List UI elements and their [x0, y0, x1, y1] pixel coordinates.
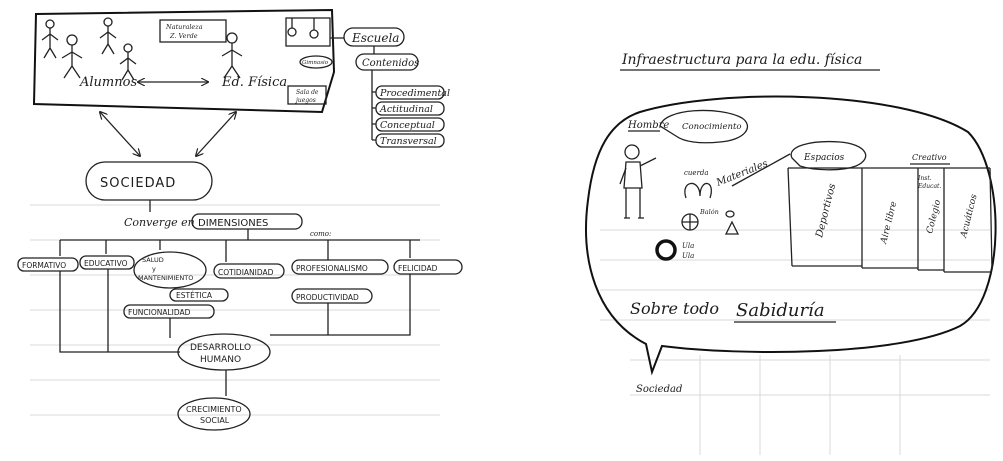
- games-line2: juegos: [294, 97, 316, 104]
- social-growth-line2: SOCIAL: [200, 416, 230, 425]
- nature-note-line1: Naturaleza: [165, 23, 203, 31]
- social-growth-line1: CRECIMIENTO: [186, 405, 242, 414]
- student-figures: [41, 17, 137, 81]
- dimension-funcionalidad: [123, 304, 215, 319]
- human-development-node: [177, 333, 271, 371]
- social-growth-node: [177, 397, 251, 431]
- contents-node: [355, 53, 419, 71]
- dimension-cotidianidad: [213, 263, 285, 279]
- right-infrastructure-map: Infraestructura para la edu. física Homb…: [585, 52, 997, 395]
- society-speech-bubble: [585, 95, 997, 376]
- rope-label: cuerda: [684, 169, 709, 177]
- hula-line2: Ula: [682, 252, 694, 260]
- dimension-estetica: [169, 288, 229, 302]
- dimensions-tree: [59, 229, 420, 262]
- panel-label: Deportivos: [814, 183, 838, 240]
- human-development-line2: HUMANO: [200, 355, 241, 365]
- teacher-label: Ed. Física: [221, 75, 287, 90]
- games-line1: Sala de: [296, 89, 319, 96]
- scene-society-arrow-left: [100, 112, 140, 156]
- content-item-label: Actitudinal: [379, 104, 433, 115]
- dimension-label: ESTÉTICA: [176, 291, 213, 300]
- gym-bubble: [299, 55, 333, 69]
- como-text: como:: [310, 230, 331, 238]
- content-list: Procedimental Actitudinal Conceptual Tra…: [375, 85, 450, 148]
- spaces-panels: Deportivos Aire libre Colegio Acuáticos …: [787, 167, 993, 273]
- human-development-line1: DESARROLLO: [190, 343, 251, 353]
- content-item-procedimental: [375, 85, 445, 100]
- dimension-label: y: [152, 265, 156, 273]
- inst-line2: Educat.: [917, 183, 941, 190]
- knowledge-bubble: [659, 109, 748, 144]
- society-node: [85, 161, 213, 201]
- dimension-productividad: [291, 288, 373, 304]
- dimension-label: FORMATIVO: [22, 261, 66, 270]
- panel-label: Acuáticos: [958, 193, 980, 240]
- ball-label: Balón: [699, 208, 719, 216]
- society-label: SOCIEDAD: [100, 176, 176, 191]
- content-item-actitudinal: [375, 101, 445, 116]
- dimension-label: FUNCIONALIDAD: [128, 308, 191, 317]
- content-item-conceptual: [375, 117, 445, 132]
- students-label: Alumnos: [79, 75, 137, 90]
- cone-icon: [724, 220, 740, 235]
- knowledge-label: Conocimiento: [682, 122, 742, 132]
- dimension-label: COTIDIANIDAD: [218, 268, 274, 277]
- left-concept-map: Alumnos Ed. Física Naturaleza Z. Verde G…: [17, 8, 463, 431]
- spaces-grid: [787, 167, 993, 273]
- inst-line1: Inst.: [917, 175, 932, 182]
- creative-label: Creativo: [912, 153, 947, 162]
- dimensions-node: [191, 213, 303, 230]
- content-item-label: Procedimental: [379, 88, 450, 99]
- wisdom-prefix: Sobre todo: [630, 299, 719, 318]
- panel-label: Colegio: [925, 198, 943, 235]
- converge-text: Converge en: [124, 216, 195, 229]
- dimension-educativo: [79, 255, 135, 270]
- teacher-figure: [221, 32, 243, 79]
- games-room-box: [287, 85, 327, 105]
- scene-society-arrow-right: [196, 112, 236, 156]
- dimension-profesionalismo: [291, 259, 389, 275]
- man-label: Hombre: [627, 120, 669, 131]
- hula-line1: Ula: [682, 242, 694, 250]
- school-label: Escuela: [351, 31, 399, 45]
- dimension-salud: [133, 251, 207, 289]
- materials-label: Materiales: [714, 158, 769, 189]
- dimension-felicidad: [393, 259, 463, 275]
- nature-note-box: [159, 19, 227, 43]
- spaces-label: Espacios: [803, 153, 845, 163]
- rope-icon: [684, 182, 712, 199]
- society-label-right: Sociedad: [636, 384, 682, 395]
- dimension-formativo: [17, 257, 79, 272]
- paper-texture: [30, 204, 990, 455]
- ball-small-icon: [725, 210, 735, 218]
- spaces-bubble: [790, 140, 867, 171]
- dimension-label: SALUD: [142, 256, 164, 264]
- dimension-label: PROFESIONALISMO: [296, 264, 368, 273]
- nature-note-line2: Z. Verde: [169, 32, 198, 40]
- content-item-transversal: [375, 133, 445, 148]
- dimensions-label: DIMENSIONES: [198, 218, 268, 229]
- dimension-label: PRODUCTIVIDAD: [296, 293, 359, 302]
- dimension-list: FORMATIVO EDUCATIVO SALUD y MANTENIMIENT…: [17, 251, 463, 319]
- school-scene-box: [32, 8, 336, 114]
- dimension-label: FELICIDAD: [398, 264, 438, 273]
- dimension-label: EDUCATIVO: [84, 259, 128, 268]
- hula-hoop-icon: [655, 239, 677, 261]
- dimensions-to-development-lines: [59, 269, 411, 353]
- gym-frame: [285, 17, 331, 47]
- content-item-label: Transversal: [380, 136, 437, 147]
- contents-label: Contenidos: [362, 58, 419, 69]
- man-figure: [619, 144, 657, 219]
- materials-to-spaces-line: [731, 153, 791, 187]
- wisdom-word: Sabiduría: [736, 300, 825, 321]
- content-item-label: Conceptual: [380, 120, 435, 131]
- gym-label: Gimnasio: [302, 60, 329, 66]
- infrastructure-title: Infraestructura para la edu. física: [621, 52, 862, 68]
- dimension-label: MANTENIMIENTO: [138, 274, 193, 282]
- panel-label: Aire libre: [879, 201, 899, 246]
